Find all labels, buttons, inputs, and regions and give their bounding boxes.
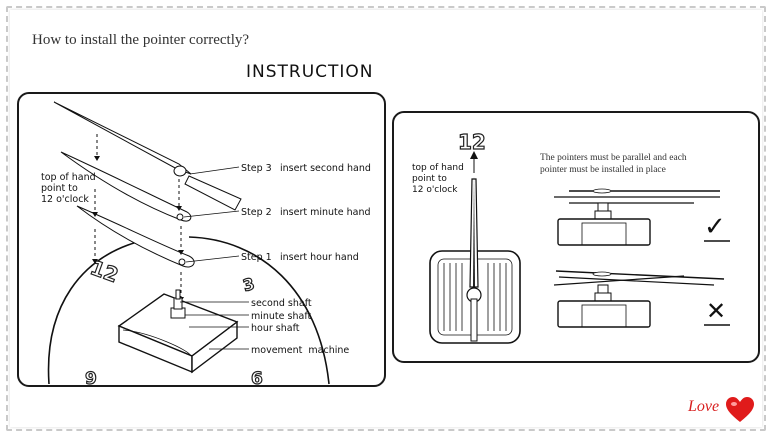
hour-hand: [76, 205, 195, 268]
love-text: Love: [688, 398, 720, 415]
hand-alignment-panel: 12 top of hand point to 12 o'clock The p…: [392, 111, 760, 363]
dial-outline-left: [47, 238, 150, 385]
right-top-of-hand-line3: 12 o'clock: [412, 185, 458, 195]
wrong-assembly: [553, 270, 725, 328]
install-steps-panel: 12 3 6 9: [17, 92, 386, 387]
part-minute-shaft: minute shaft: [251, 311, 311, 322]
heart-icon: [726, 397, 754, 422]
second-hand-tail-up: [470, 298, 478, 342]
heart-shape: [726, 397, 754, 422]
dial-number-9: 9: [85, 369, 97, 387]
part-hour-shaft: hour shaft: [251, 323, 300, 334]
step-leaders: [180, 166, 249, 350]
second-hand-hub: [173, 165, 187, 177]
dial-outline-right: [188, 236, 330, 385]
step2-action: insert minute hand: [280, 207, 371, 218]
top-of-hand-label-line3: 12 o'clock: [41, 194, 89, 205]
movement-machine: [117, 289, 239, 374]
step1-action: insert hour hand: [280, 252, 359, 263]
step3-action: insert second hand: [280, 163, 371, 174]
dial-number-12: 12: [87, 255, 121, 287]
note-line1: The pointers must be parallel and each: [540, 153, 687, 163]
second-hand-tail: [184, 175, 242, 211]
second-hand-up: [473, 175, 475, 293]
note-line2: pointer must be installed in place: [540, 165, 666, 175]
right-top-of-hand-line1: top of hand: [412, 163, 464, 173]
second-hand: [53, 101, 192, 175]
up-arrow-head: [470, 151, 478, 159]
dial-number-6: 6: [251, 369, 263, 387]
correct-assembly: [554, 188, 720, 246]
step1-number: Step 1: [241, 252, 272, 263]
step3-number: Step 3: [241, 163, 272, 174]
hour-hand-hole: [178, 258, 186, 266]
question-heading: How to install the pointer correctly?: [32, 32, 250, 48]
top-of-hand-label-line1: top of hand: [41, 172, 96, 183]
part-movement-machine: movement machine: [251, 345, 349, 356]
dial-number-3: 3: [241, 274, 257, 295]
heart-highlight: [731, 402, 737, 406]
guide-lines: [94, 134, 182, 297]
top-of-hand-label-line2: point to: [41, 183, 78, 194]
movement-ridges: [443, 263, 507, 331]
right-top-of-hand-line2: point to: [412, 174, 447, 184]
minute-hand-hole: [176, 213, 184, 221]
minute-hand: [60, 151, 192, 222]
stamp-border: [6, 6, 766, 431]
step2-number: Step 2: [241, 207, 272, 218]
wrong-x-icon: ✕: [706, 297, 726, 325]
hand-alignment-diagram: 12 top of hand point to 12 o'clock The p…: [412, 129, 730, 344]
part-second-shaft: second shaft: [251, 298, 312, 309]
correct-check-icon: ✓: [704, 212, 726, 242]
dial-number-12-right: 12: [458, 130, 486, 154]
install-steps-diagram: 12 3 6 9: [41, 101, 371, 387]
instruction-title: INSTRUCTION: [246, 62, 374, 82]
